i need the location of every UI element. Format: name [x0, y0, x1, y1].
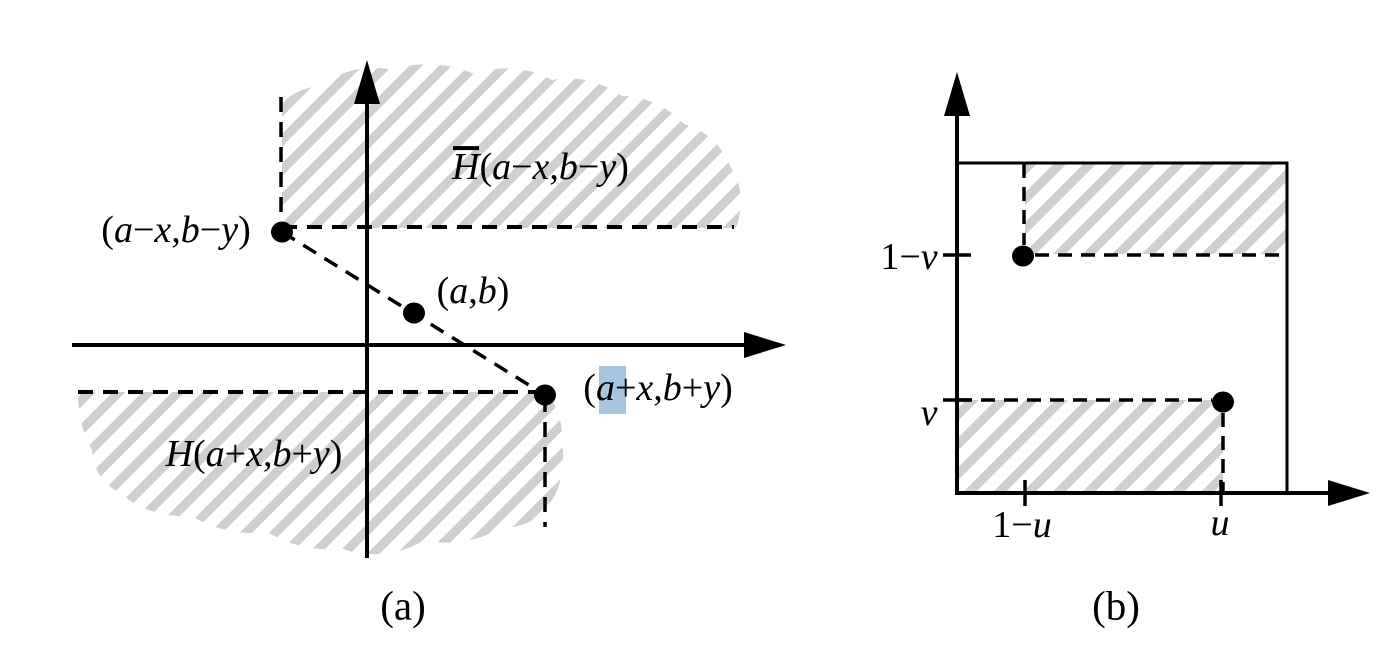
panel-a [72, 60, 786, 558]
x-axis-a-arrowhead [744, 332, 786, 358]
caption-panel-a: (a) [380, 582, 426, 629]
point-lower-right-label: (a+x,b+y) [583, 367, 733, 410]
region-bottom-hatched [959, 400, 1223, 492]
y-axis-a-arrowhead [354, 60, 380, 104]
point-1u-1v [1012, 245, 1034, 267]
H-bar-complement: H [452, 146, 480, 189]
point-upper-left-label: (a−x,b−y) [101, 209, 251, 252]
x-tick-label-u: u [1210, 502, 1230, 545]
region-upper-hatched [282, 64, 741, 229]
region-lower-label: H(a+x,b+y) [165, 433, 343, 476]
overline-bar [453, 146, 479, 151]
point-center-label: (a,b) [436, 270, 510, 313]
point-a-plus [534, 384, 556, 406]
x-axis-b-arrowhead [1328, 480, 1370, 506]
y-tick-label-v: v [920, 392, 938, 435]
point-ab [403, 302, 425, 324]
x-tick-label-1-u: 1−u [992, 504, 1052, 547]
point-a-minus [271, 221, 293, 243]
caption-panel-b: (b) [1092, 582, 1140, 629]
text-highlight [599, 366, 626, 414]
region-upper-label-args: (a−x,b−y) [479, 146, 629, 189]
region-top-hatched [1025, 164, 1287, 254]
region-upper-label: H(a−x,b−y) [452, 146, 629, 189]
region-lower-hatched [78, 392, 564, 555]
H-bar-letter: H [452, 146, 480, 189]
y-axis-b-arrowhead [944, 72, 970, 116]
panel-b [943, 72, 1370, 506]
point-u-v [1212, 391, 1234, 413]
y-tick-label-1-v: 1−v [880, 236, 938, 279]
